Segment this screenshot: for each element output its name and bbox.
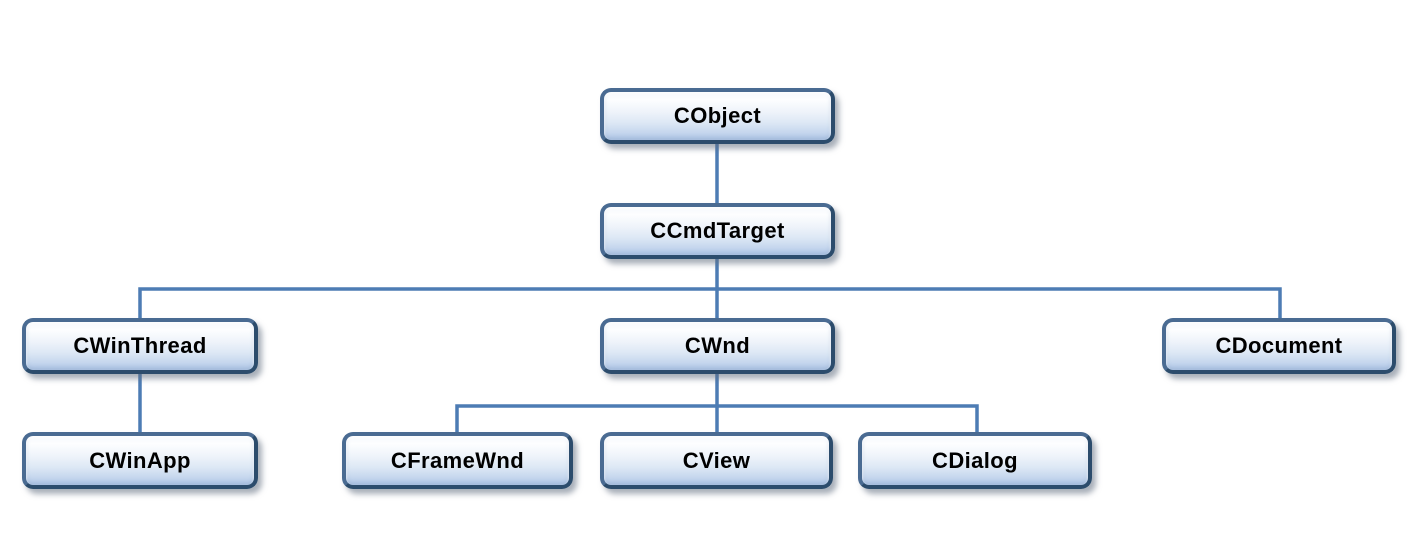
connector-ccmdtarget-cwinthread <box>138 287 717 318</box>
node-cdocument-label: CDocument <box>1215 333 1343 358</box>
connector-cwnd-cframewnd <box>455 404 717 432</box>
node-cobject-label: CObject <box>673 103 762 128</box>
node-cview: CView <box>600 432 833 489</box>
node-cwnd-label: CWnd <box>684 333 751 358</box>
node-cwinthread: CWinThread <box>22 318 258 374</box>
node-cview-label: CView <box>682 447 751 473</box>
node-cdialog: CDialog <box>858 432 1092 489</box>
node-cwnd: CWnd <box>600 318 835 374</box>
connector-cwnd-cdialog <box>717 404 979 432</box>
node-cwinapp: CWinApp <box>22 432 258 489</box>
connector-ccmdtarget-cdocument <box>717 287 1282 318</box>
node-ccmdtarget: CCmdTarget <box>600 203 835 259</box>
node-cwinthread-label: CWinThread <box>73 333 207 358</box>
node-cwinapp-label: CWinApp <box>89 447 191 473</box>
node-cdocument: CDocument <box>1162 318 1396 374</box>
node-ccmdtarget-label: CCmdTarget <box>650 218 785 243</box>
node-cdialog-label: CDialog <box>932 447 1018 473</box>
node-cframewnd-label: CFrameWnd <box>390 447 525 473</box>
node-cobject: CObject <box>600 88 835 144</box>
node-cframewnd: CFrameWnd <box>342 432 573 489</box>
